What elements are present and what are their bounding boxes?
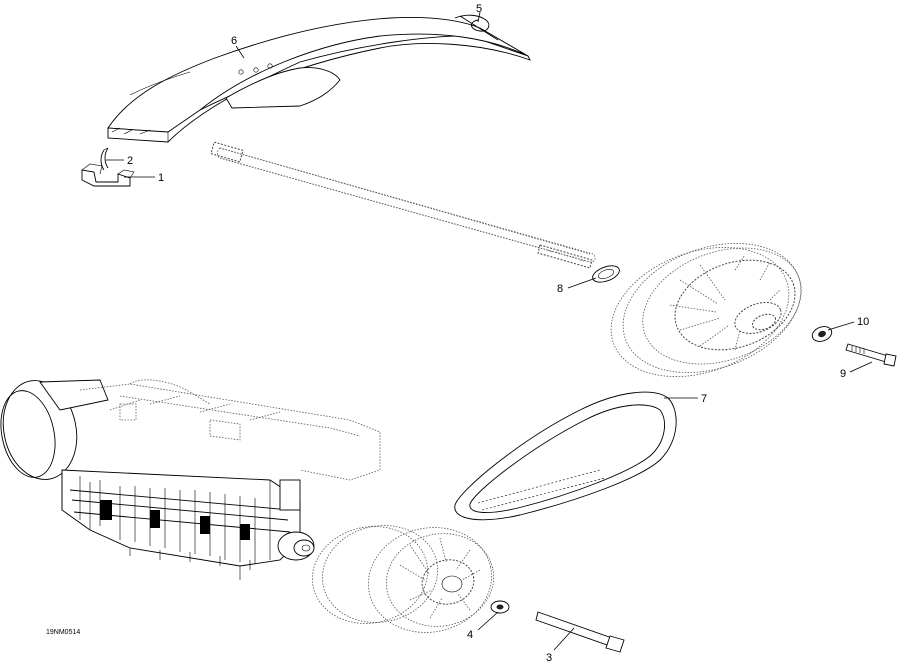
driven-pulley: [610, 243, 802, 377]
engine-assembly: [0, 379, 381, 580]
callout-label-6: 6: [231, 35, 237, 47]
retaining-pin-5: [454, 14, 499, 41]
callout-8: 8: [557, 277, 597, 295]
washer-4: [490, 600, 510, 614]
callout-4: 4: [467, 611, 499, 641]
callout-label-3: 3: [546, 652, 552, 664]
drive-pulley: [311, 525, 495, 633]
washer-8: [592, 265, 620, 283]
callout-label-10: 10: [857, 316, 869, 328]
callout-6: 6: [231, 35, 245, 59]
drive-belt-7: [454, 391, 677, 521]
callout-label-7: 7: [701, 393, 707, 405]
callout-label-9: 9: [840, 368, 846, 380]
callout-label-2: 2: [127, 155, 133, 167]
callout-2: 2: [106, 155, 133, 167]
drive-shaft: [210, 141, 596, 269]
callout-label-4: 4: [467, 629, 473, 641]
callout-9: 9: [840, 361, 873, 380]
washer-10: [811, 326, 833, 342]
bolt-3: [535, 611, 625, 653]
callout-1: 1: [124, 172, 164, 184]
figure-code: 19NM0514: [46, 629, 80, 636]
clip-2: [100, 147, 109, 171]
belt-guard-part: [107, 17, 531, 143]
callout-label-1: 1: [158, 172, 164, 184]
bolt-9: [845, 343, 897, 367]
callout-label-8: 8: [557, 283, 563, 295]
callout-label-5: 5: [476, 3, 482, 15]
bracket-1: [81, 163, 135, 187]
callout-3: 3: [546, 627, 575, 664]
callout-10: 10: [827, 316, 869, 331]
callout-7: 7: [664, 393, 707, 405]
callout-5: 5: [476, 3, 482, 23]
